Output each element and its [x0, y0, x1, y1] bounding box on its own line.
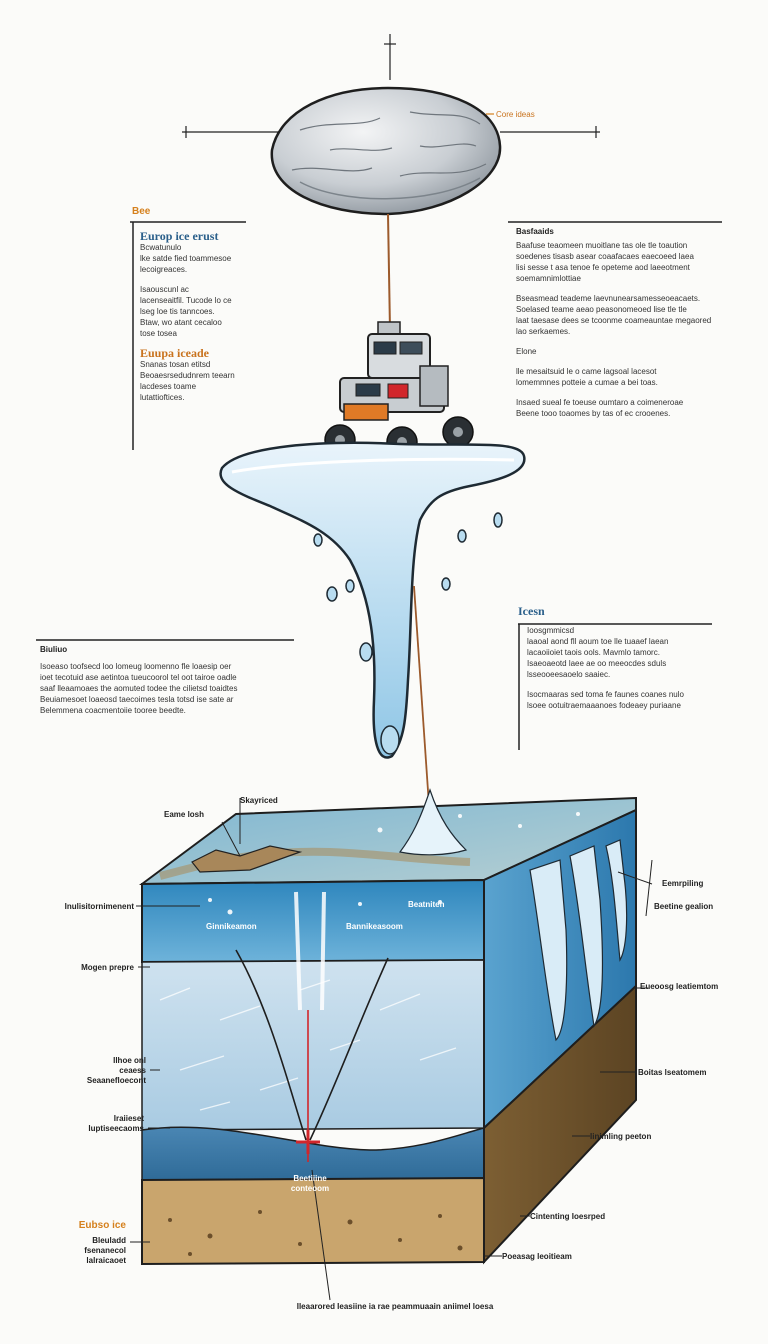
callout-right5: Iinimling peeton	[590, 1132, 652, 1141]
right-panel-top-title: Basfaaids	[516, 227, 554, 236]
callout-bottom: Ileaarored Ieasiine ia rae peammuaain an…	[296, 1302, 494, 1311]
right-panel-mid: Icesn Ioosgmmicsd laaoal aond fll aoum t…	[518, 604, 718, 720]
callout-mid-left2: Ilhoe onl ceaess Seaanefloecont	[86, 1056, 146, 1085]
callout-inner1: Ginnikeamon	[206, 922, 257, 931]
callout-inner2: Bannikeasoom	[346, 922, 403, 931]
crosshair-lines	[182, 34, 600, 138]
callout-right4: Boitas lseatomem	[638, 1068, 707, 1077]
panel-frames	[36, 221, 722, 750]
ice-asteroid-icon	[270, 86, 502, 216]
right-panel-top-para5: Insaed sueal fe toeuse oumtaro a coimene…	[516, 398, 684, 418]
callout-right2: Beetine gealion	[654, 902, 714, 911]
ice-crust-block	[138, 788, 637, 1266]
top-callout: Core ideas	[496, 110, 535, 119]
drill-probe-icon	[296, 1010, 320, 1162]
callout-mid-left3: Iraiieset Iuptiseecaoms	[88, 1114, 144, 1133]
left-panel-mid-title: Biuliuo	[40, 645, 68, 654]
left-panel-para3: Snanas tosan etitsd Beoaesrsedudnrem tee…	[140, 360, 235, 402]
tether-line	[387, 213, 391, 331]
probe-line	[413, 585, 431, 821]
callout-inner3: Beatniten	[408, 900, 445, 909]
right-panel-mid-para2: Isocmaaras sed toma fe faunes coanes nul…	[527, 690, 684, 710]
left-panel-heading: Europ ice erust	[140, 229, 219, 243]
left-panel: Bee Europ ice erust Bcwatunulo lke satde…	[132, 206, 282, 412]
callout-inner-center: Beetiiine conteoom	[290, 1174, 330, 1193]
left-panel-mid: Biuliuo Isoeaso toofsecd loo lomeug loom…	[40, 644, 298, 725]
callout-right6: Cintenting Ioesrped	[530, 1212, 606, 1221]
rover-icon	[324, 321, 474, 458]
callout-right7: Poeasag leoitieam	[502, 1252, 572, 1261]
right-panel-mid-para1: Ioosgmmicsd laaoal aond fll aoum toe lle…	[527, 626, 669, 679]
right-panel-top-para4: lle mesaitsuid le o came lagsoal lacesot…	[516, 367, 658, 387]
left-panel-heading2: Euupa iceade	[140, 346, 210, 360]
left-panel-para1: Bcwatunulo lke satde fied toammesoe leco…	[140, 243, 232, 274]
ice-platform	[219, 441, 526, 759]
callout-bottom-left-title: Eubso ice	[78, 1220, 126, 1231]
right-panel-mid-heading: Icesn	[518, 604, 545, 618]
callout-sample-top: Eame losh	[164, 810, 205, 819]
left-panel-mid-para1: Isoeaso toofsecd loo lomeug loomenno fle…	[40, 662, 238, 715]
callout-mid-left1: Mogen prepre	[81, 963, 134, 972]
callout-bottom-left: Bleuladd fsenanecol lalraicaoet	[84, 1236, 126, 1265]
right-panel-top-para3: Elone	[516, 347, 537, 356]
callout-right3: Eueoosg leatiemtom	[640, 982, 719, 991]
callout-upper-left: Inulisitornimenent	[64, 902, 134, 911]
right-panel-top-para2: Bseasmead teademe laevnunearsamesseoeaca…	[516, 294, 712, 336]
left-panel-para2: Isaouscunl ac lacenseaitfil. Tucode lo c…	[140, 285, 232, 338]
left-panel-tag: Bee	[132, 206, 151, 217]
right-panel-top: Basfaaids Baafuse teaomeen muoitlane tas…	[516, 226, 728, 428]
right-panel-top-para1: Baafuse teaomeen muoitlane tas ole tle t…	[516, 241, 694, 283]
callout-sample-top2: Skayriced	[240, 796, 278, 805]
callout-right1: Eemrpiling	[662, 879, 704, 888]
